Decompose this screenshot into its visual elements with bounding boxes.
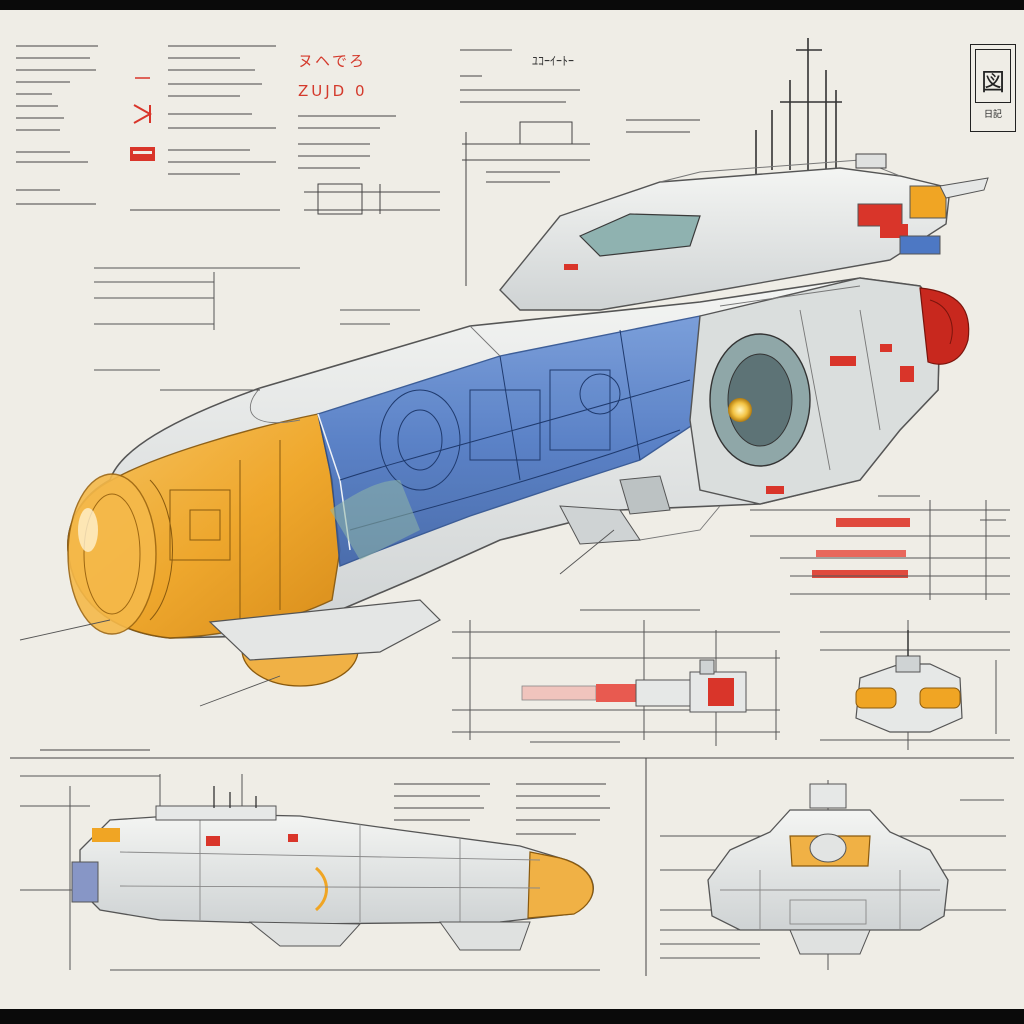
blueprint-drawing (10, 38, 1014, 976)
hull-red-panels (564, 264, 914, 494)
notes-header-column (130, 45, 280, 211)
ship-leaders (19, 389, 615, 707)
spaceship-front-view (660, 780, 1006, 970)
title-code: ZUJD 0 (298, 82, 368, 100)
spaceship-rear-view (820, 620, 1010, 750)
stamp-frame: 図 (975, 49, 1011, 103)
notes-top-left (16, 45, 98, 205)
title-katakana: ヌヘでろ (298, 52, 367, 70)
notes-bottom-center (394, 783, 610, 835)
callout-bars-right (750, 495, 1010, 600)
dimension-leaders-left (94, 267, 420, 371)
stamp-mark: 図 (981, 68, 1005, 96)
spaceship-cutaway (19, 38, 989, 707)
blueprint-sheet: ヌヘでろ ZUJD 0 ﾕｺｰｲｰﾄｰ 図 日記 (0, 10, 1024, 1009)
notes-header-center (298, 115, 440, 215)
red-markers-left (130, 77, 155, 161)
spaceship-side-view (20, 774, 600, 971)
antenna-masts (755, 38, 842, 180)
section-dividers (10, 749, 1014, 976)
spaceship-top-plan (452, 609, 780, 746)
notes-header-right (460, 49, 700, 286)
title-stamp: 図 日記 (970, 44, 1016, 132)
nose-internals (149, 440, 281, 621)
header-script: ﾕｺｰｲｰﾄｰ (532, 54, 575, 68)
stamp-footer: 日記 (983, 110, 1002, 120)
